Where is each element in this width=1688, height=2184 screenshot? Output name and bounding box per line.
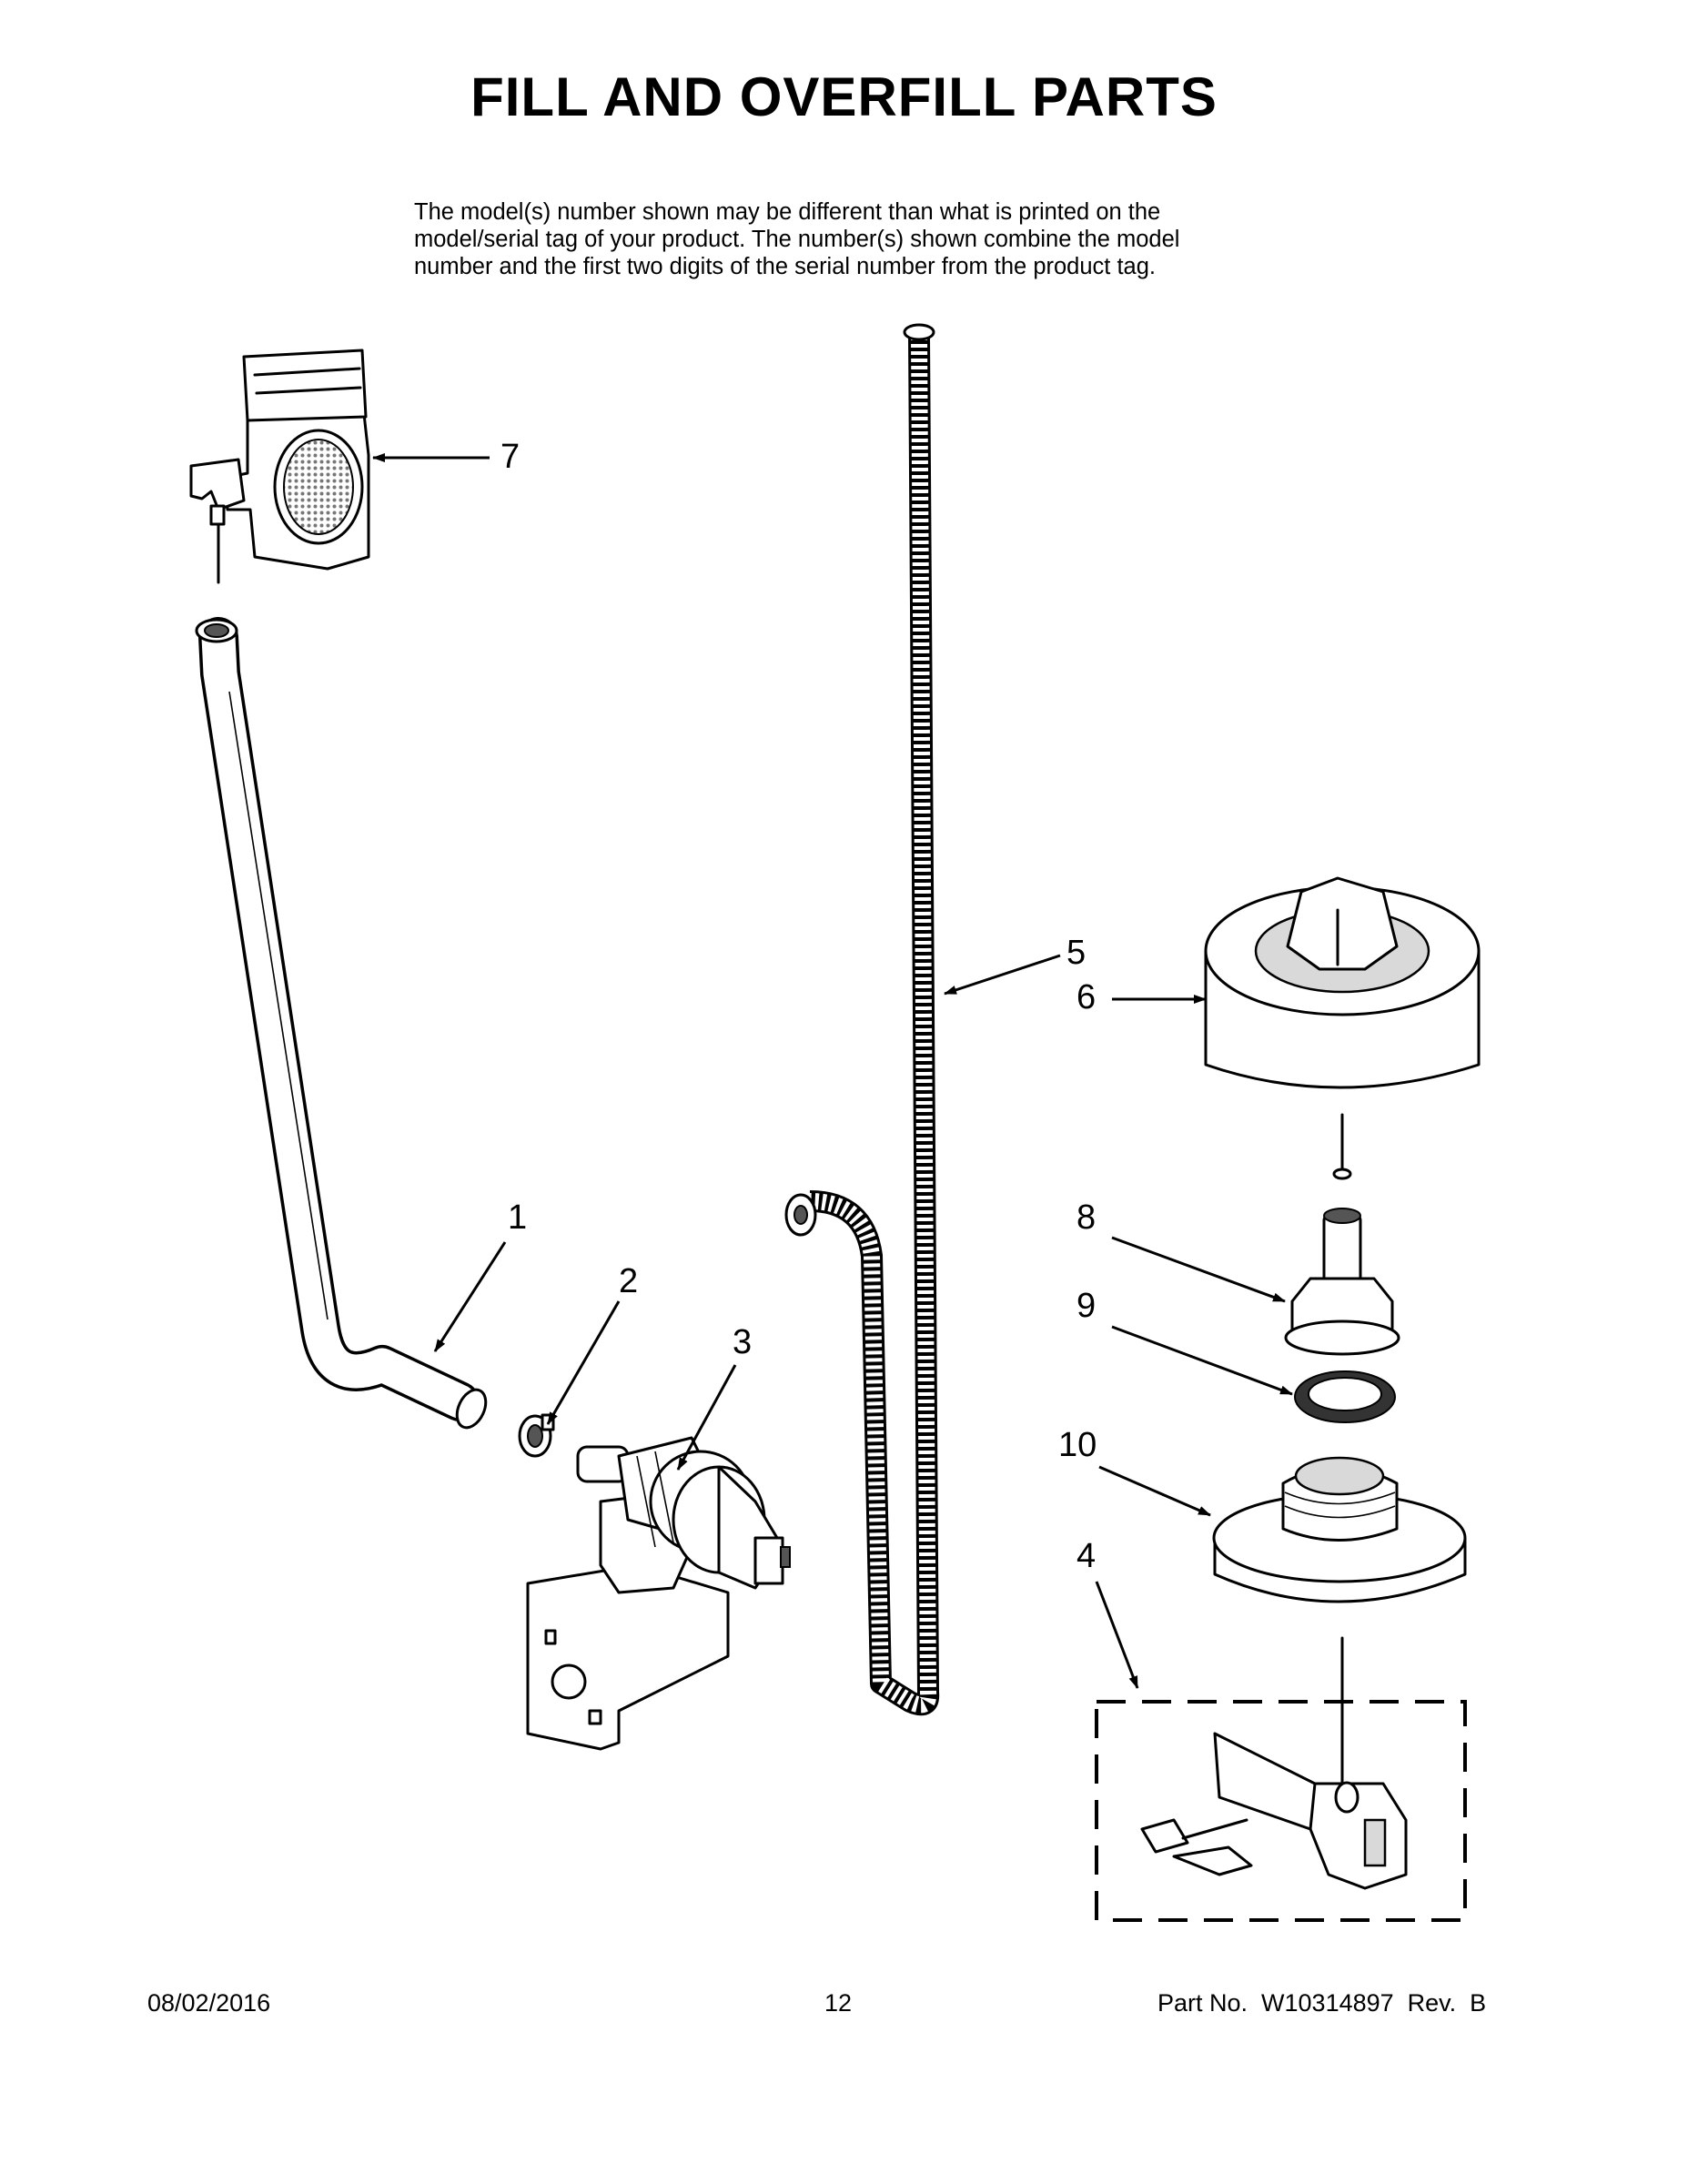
callout-1: 1 <box>508 1198 528 1237</box>
leader-3 <box>676 1364 737 1471</box>
callout-8: 8 <box>1076 1198 1097 1237</box>
callout-5: 5 <box>1066 934 1087 972</box>
part-3-water-valve <box>526 1436 791 1751</box>
intro-line-3: number and the first two digits of the s… <box>414 254 1156 279</box>
leader-5 <box>944 954 1061 996</box>
footer-page-number: 12 <box>824 1989 853 2017</box>
part-1-fill-tube <box>195 617 488 1430</box>
part-6-float <box>1204 876 1481 1180</box>
leader-8 <box>1111 1236 1286 1303</box>
part-4-float-switch <box>1095 1700 1467 1922</box>
part-9-seal-ring <box>1294 1370 1396 1423</box>
callout-3: 3 <box>733 1323 753 1361</box>
leader-4 <box>1095 1581 1139 1689</box>
part-7-vent-assembly <box>189 349 370 584</box>
callout-2: 2 <box>619 1262 639 1300</box>
callout-9: 9 <box>1076 1287 1097 1325</box>
leader-1 <box>433 1241 507 1352</box>
leader-9 <box>1111 1325 1293 1396</box>
callout-10: 10 <box>1058 1426 1097 1464</box>
footer-date: 08/02/2016 <box>147 1989 271 2017</box>
intro-line-1: The model(s) number shown may be differe… <box>414 199 1161 225</box>
leader-lines <box>372 453 1293 1689</box>
leader-2 <box>546 1300 621 1425</box>
part-2-clamp <box>518 1413 555 1458</box>
intro-line-2: model/serial tag of your product. The nu… <box>414 227 1180 252</box>
part-10-float-housing <box>1212 1456 1467 1785</box>
footer-part-number: Part No. W10314897 Rev. B <box>1157 1989 1487 2017</box>
part-8-float-stem <box>1284 1208 1400 1356</box>
callout-7: 7 <box>500 438 521 476</box>
part-5-hose <box>784 323 940 1716</box>
callout-4: 4 <box>1076 1537 1097 1575</box>
leader-10 <box>1098 1465 1211 1517</box>
page-title: FILL AND OVERFILL PARTS <box>470 66 1218 127</box>
callout-6: 6 <box>1076 978 1097 1016</box>
intro-text: The model(s) number shown may be differe… <box>414 198 1324 280</box>
